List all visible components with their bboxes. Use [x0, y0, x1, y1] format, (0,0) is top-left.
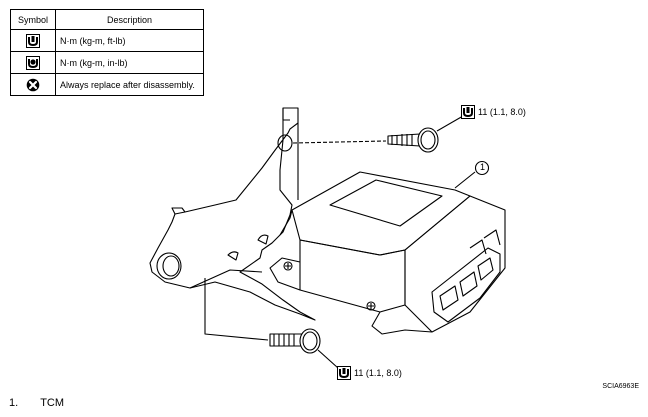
- tcm-side-face: [404, 195, 506, 333]
- lower-bolt-leader: [204, 278, 269, 341]
- legend-header-row: Symbol Description: [10, 9, 204, 30]
- replace-part-icon: [26, 78, 40, 91]
- legend-row: N·m (kg-m, in-lb): [10, 51, 204, 74]
- tcm-screw: [366, 301, 376, 311]
- tcm-connector: [431, 247, 501, 323]
- torque-wrench-icon: [461, 105, 475, 119]
- footnote-label: TCM: [40, 397, 65, 409]
- bracket-lower-edge: [189, 269, 263, 289]
- footnote-index: 1.: [9, 397, 19, 409]
- legend-description-cell: Always replace after disassembly.: [55, 73, 204, 96]
- torque-wrench-icon: [26, 33, 40, 48]
- bracket-cutout: [257, 234, 269, 245]
- bracket-plate: [149, 107, 316, 321]
- tcm-screw: [283, 261, 293, 271]
- bottom-torque-leader: [317, 349, 339, 369]
- footnote: 1. TCM: [9, 397, 64, 409]
- legend-table: Symbol Description N·m (kg-m, ft-lb) N·m…: [10, 9, 204, 96]
- tcm-top-raised-panel: [329, 179, 443, 227]
- top-torque-value: 11 (1.1, 8.0): [478, 107, 526, 117]
- part-number-label: 1: [479, 162, 485, 172]
- bracket-hole-lower: [156, 252, 182, 280]
- torque-wrench-icon: [337, 366, 351, 380]
- bottom-torque-value: 11 (1.1, 8.0): [354, 368, 402, 378]
- part-number-circle: [474, 160, 490, 176]
- legend-symbol-cell: [10, 29, 56, 52]
- tcm-top-face: [291, 171, 471, 256]
- tcm-front-face: [299, 239, 406, 313]
- upper-bolt-leader: [292, 140, 387, 144]
- bracket-tab: [171, 207, 186, 215]
- legend-row: Always replace after disassembly.: [10, 73, 204, 96]
- legend-symbol-cell: [10, 73, 56, 96]
- bottom-torque-callout: 11 (1.1, 8.0): [337, 366, 402, 380]
- torque-wrench-inlb-icon: [26, 55, 40, 70]
- legend-row: N·m (kg-m, ft-lb): [10, 29, 204, 52]
- top-torque-leader: [436, 115, 464, 132]
- figure-code: SCIA6963E: [602, 383, 639, 390]
- part-number-leader: [454, 171, 476, 189]
- top-torque-callout: 11 (1.1, 8.0): [461, 105, 526, 119]
- bracket-hook: [282, 108, 290, 121]
- bracket-cutout: [227, 251, 239, 261]
- bracket-hole-upper: [277, 134, 293, 152]
- lower-bolt: [269, 328, 321, 354]
- tcm-flange: [269, 209, 433, 335]
- upper-bolt: [387, 127, 439, 153]
